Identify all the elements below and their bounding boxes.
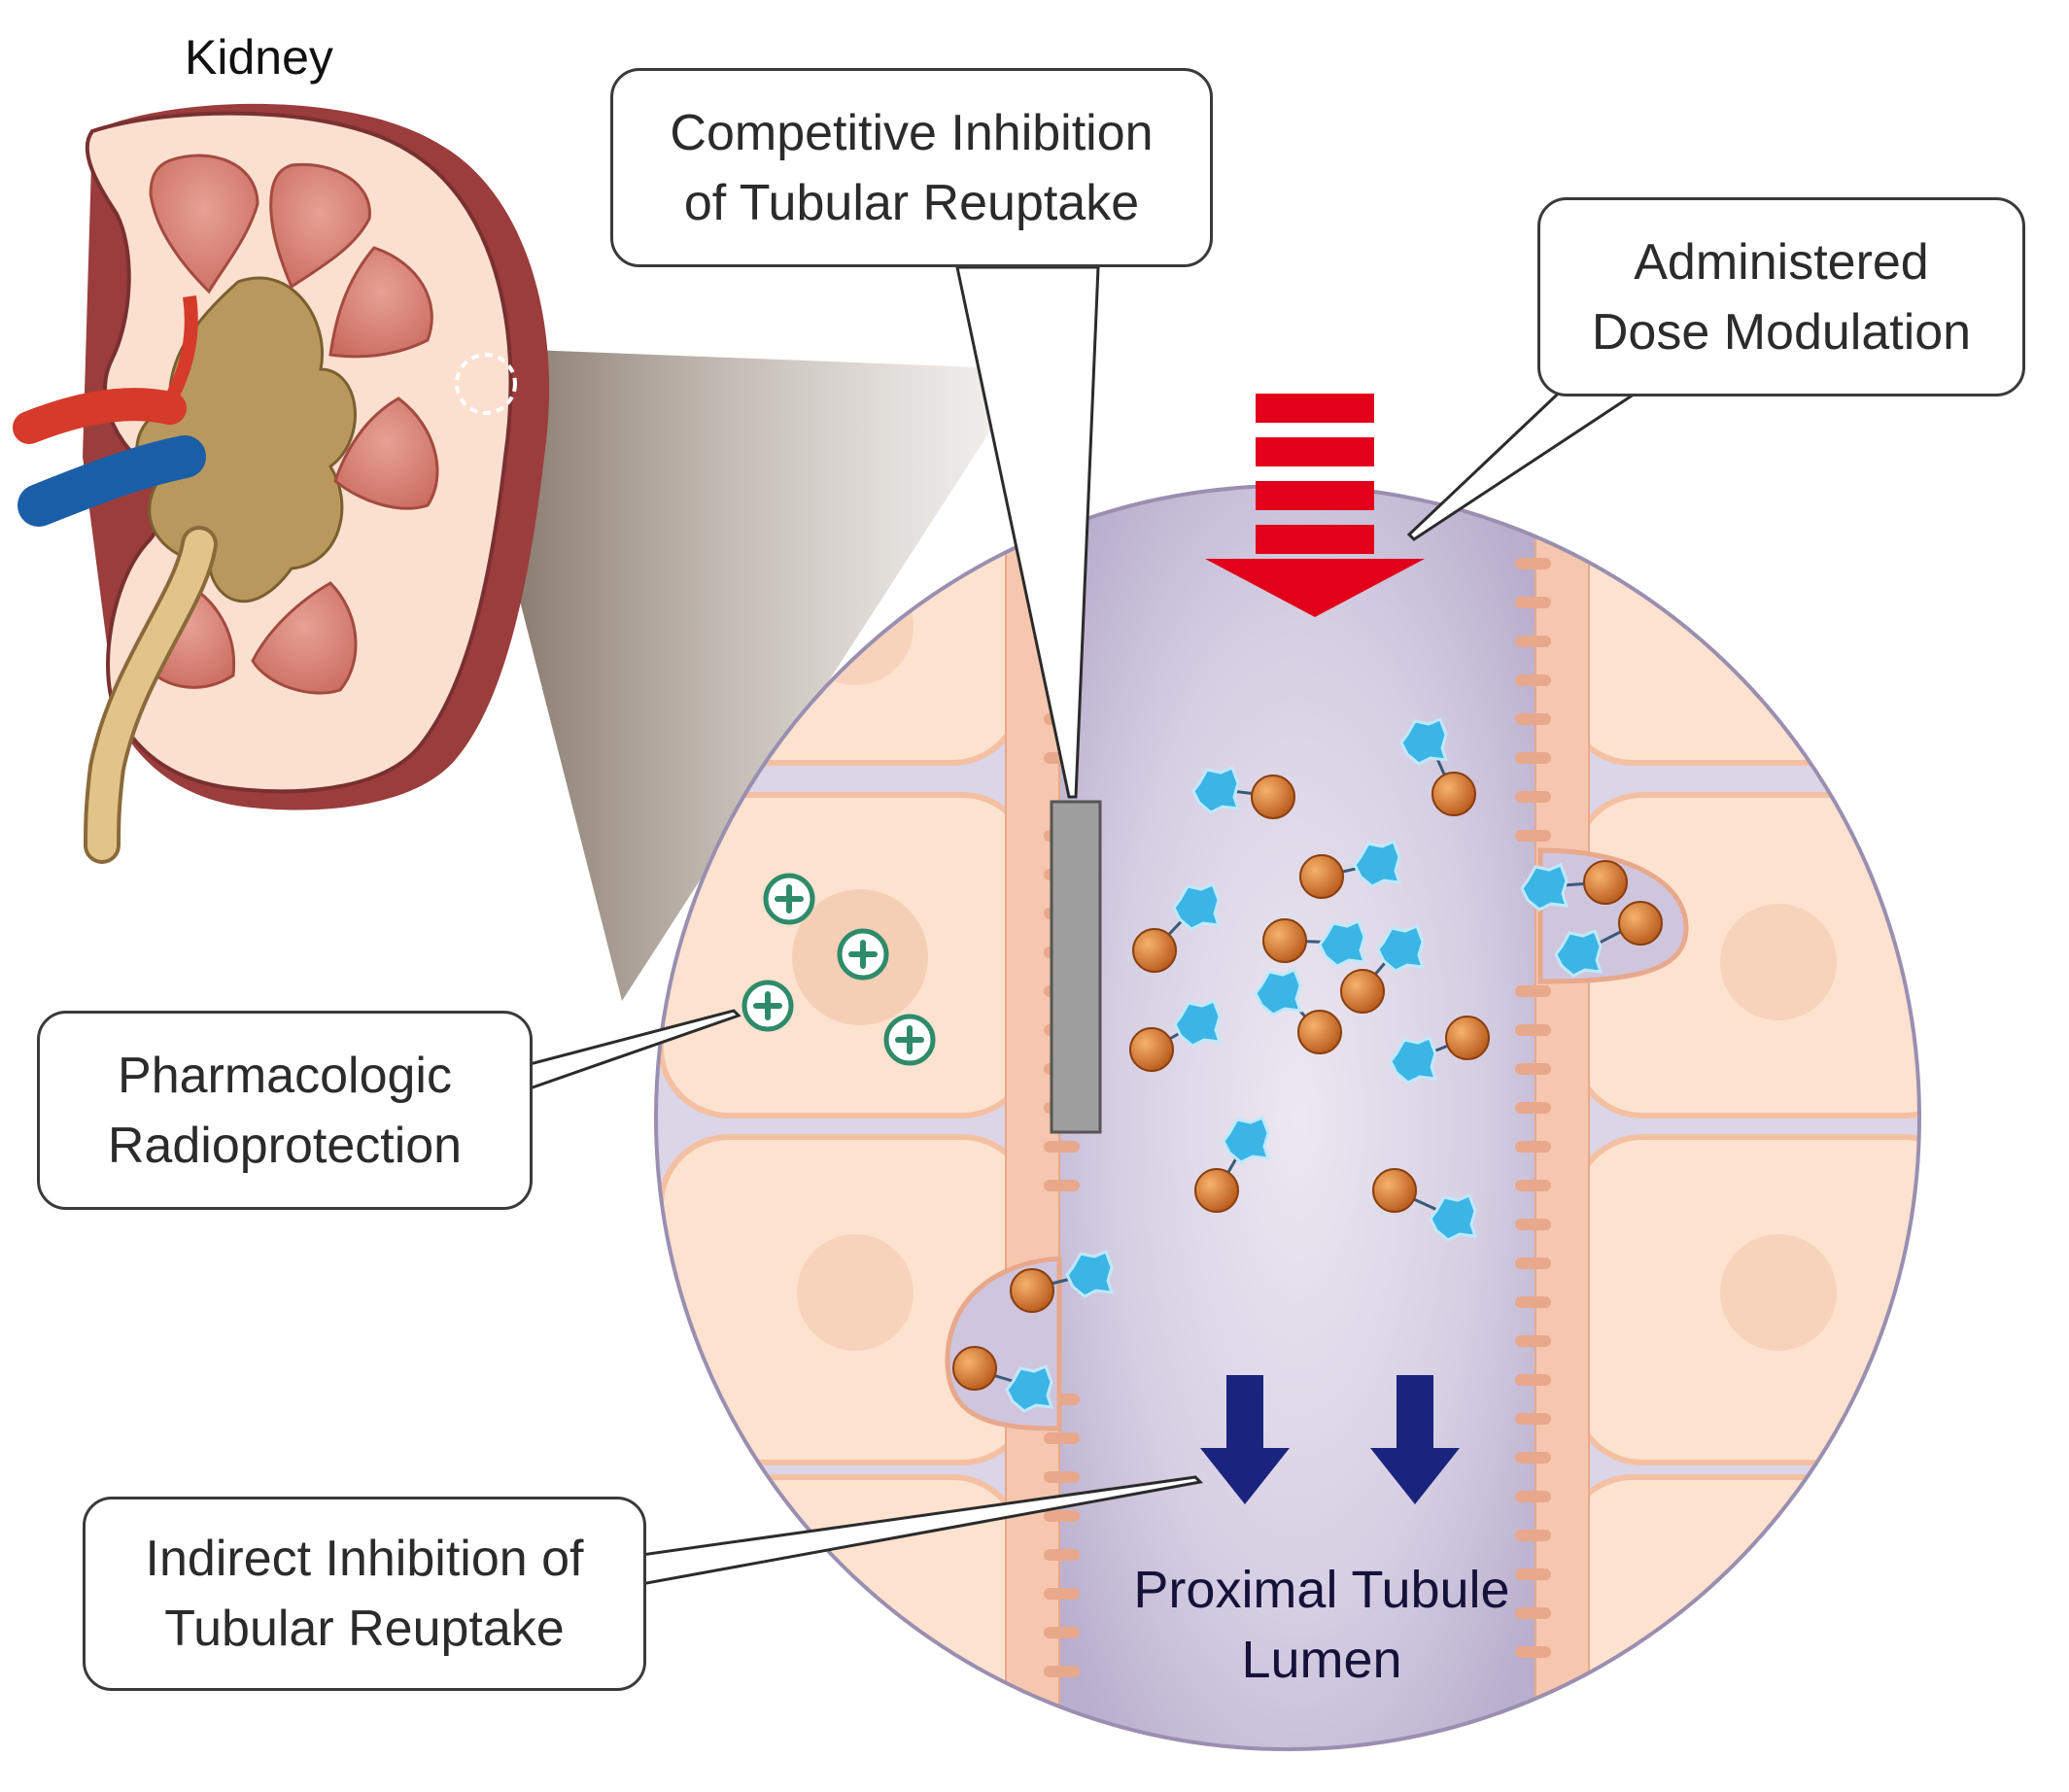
pharmacologic-callout-line2: Radioprotection: [107, 1117, 463, 1174]
indirect-inhibition-callout: Indirect Inhibition of Tubular Reuptake: [83, 1497, 646, 1691]
competitive-callout-line2: of Tubular Reuptake: [683, 174, 1140, 231]
competitive-inhibition-callout: Competitive Inhibition of Tubular Reupta…: [610, 68, 1213, 267]
zoom-wedge: [465, 350, 1030, 1001]
radioligand-particles: [951, 717, 1664, 1413]
lumen-label: Proximal Tubule Lumen: [1088, 1555, 1555, 1695]
striped-down-arrow-icon: [1205, 394, 1425, 617]
indirect-callout-line1: Indirect Inhibition of: [145, 1531, 584, 1587]
down-arrow-icon: [1370, 1375, 1460, 1504]
indirect-callout-line2: Tubular Reuptake: [164, 1601, 565, 1657]
callout-leaders: [528, 265, 1646, 1586]
tubule-lumen: [1045, 486, 1550, 1749]
pharmacologic-callout-line1: Pharmacologic: [118, 1047, 452, 1104]
magnified-region-marker: [455, 353, 517, 415]
competitive-blocker-bar: [1050, 800, 1102, 1134]
lumen-label-line1: Proximal Tubule: [1133, 1561, 1510, 1619]
dose-callout-line2: Dose Modulation: [1591, 303, 1972, 361]
pharmacologic-radioprotection-callout: Pharmacologic Radioprotection: [37, 1011, 533, 1210]
down-arrow-icon: [1200, 1375, 1290, 1504]
lumen-label-line2: Lumen: [1241, 1631, 1402, 1689]
plus-circle-icon: [741, 873, 936, 1066]
dose-modulation-callout: Administered Dose Modulation: [1537, 197, 2025, 396]
dose-callout-line1: Administered: [1634, 233, 1929, 291]
kidney-label: Kidney: [185, 30, 333, 85]
kidney-illustration: [13, 103, 550, 864]
competitive-callout-line1: Competitive Inhibition: [670, 104, 1154, 161]
